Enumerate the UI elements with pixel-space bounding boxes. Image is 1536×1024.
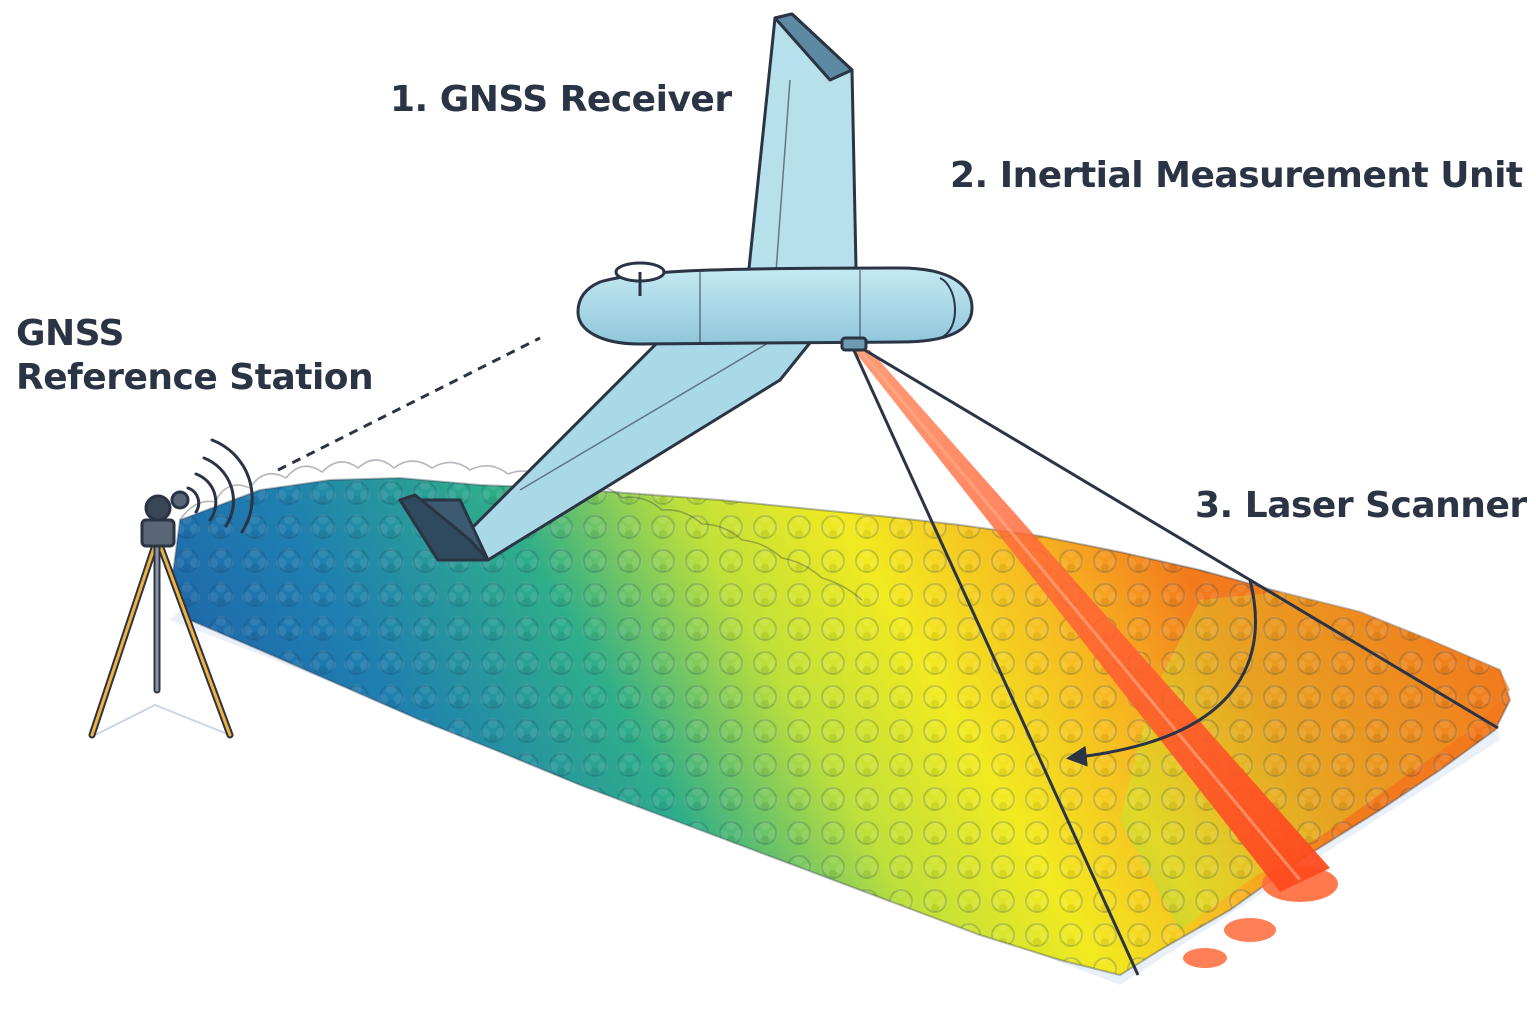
scan-swath-lines — [850, 344, 1499, 976]
reference-station-label: GNSS Reference Station — [16, 312, 374, 400]
laser-scanner-label: 3. Laser Scanner — [1195, 485, 1527, 526]
tripod-reference-station-icon — [88, 490, 234, 739]
data-link-line — [277, 336, 541, 472]
imu-label: 2. Inertial Measurement Unit — [950, 155, 1523, 196]
fixed-wing-drone-icon — [398, 12, 974, 562]
gnss-antenna-icon — [614, 261, 666, 296]
gnss-receiver-label: 1. GNSS Receiver — [390, 79, 732, 120]
scan-direction-arrow — [1065, 579, 1257, 767]
reference-station-label-line2: Reference Station — [16, 357, 374, 398]
reference-station-label-line1: GNSS — [16, 313, 124, 354]
radio-signal-icon — [186, 438, 254, 534]
